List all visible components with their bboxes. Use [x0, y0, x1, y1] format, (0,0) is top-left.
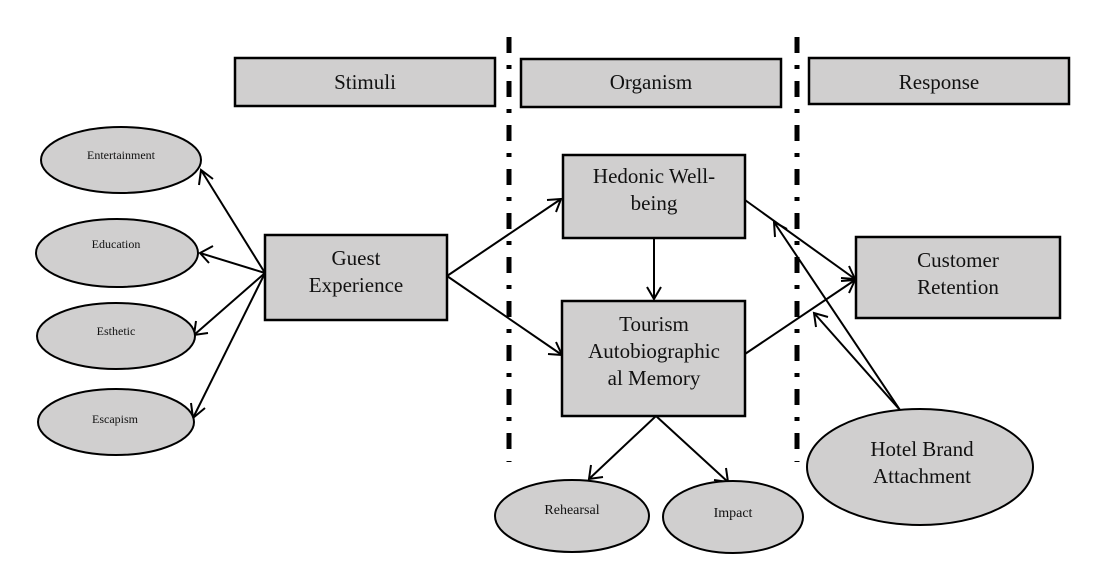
- edge-guest-escapism: [192, 272, 266, 419]
- node-retention-line2: Retention: [917, 275, 999, 299]
- arrowhead-icon: [812, 311, 829, 328]
- node-hedonic-line2: being: [631, 191, 678, 215]
- arrowhead-icon: [646, 286, 662, 301]
- node-esthetic: Esthetic: [36, 302, 196, 370]
- header-organism: Organism: [519, 57, 783, 109]
- node-esthetic-label: Esthetic: [97, 324, 136, 338]
- node-rehearsal: Rehearsal: [494, 479, 650, 553]
- node-impact-label: Impact: [714, 506, 753, 521]
- header-stimuli: Stimuli: [233, 56, 497, 108]
- edge-brand-moderation-2: [813, 312, 901, 411]
- edge-guest-hedonic: [446, 198, 562, 277]
- edge-guest-entertainment: [200, 169, 266, 274]
- node-tourism-line2: Autobiographic: [588, 339, 720, 363]
- node-guest-experience-line1: Guest: [332, 246, 381, 270]
- node-guest-experience-line2: Experience: [309, 273, 403, 297]
- header-stimuli-label: Stimuli: [334, 70, 396, 94]
- edge-guest-esthetic: [193, 272, 266, 336]
- node-customer-retention: Customer Retention: [854, 235, 1062, 320]
- node-education: Education: [35, 218, 199, 288]
- node-guest-experience: Guest Experience: [263, 233, 449, 322]
- arrowhead-icon: [772, 220, 788, 238]
- edge-guest-education: [199, 252, 266, 274]
- edge-hedonic-retention: [744, 199, 856, 280]
- header-organism-label: Organism: [610, 70, 692, 94]
- node-education-label: Education: [92, 237, 141, 251]
- header-response-label: Response: [899, 70, 980, 94]
- edge-brand-moderation-1: [773, 221, 901, 411]
- node-impact: Impact: [662, 480, 804, 554]
- node-tourism-memory: Tourism Autobiographic al Memory: [560, 299, 747, 418]
- node-hedonic-line1: Hedonic Well-: [593, 164, 715, 188]
- node-entertainment-label: Entertainment: [87, 148, 156, 162]
- edge-tourism-retention: [744, 279, 856, 355]
- arrowhead-icon: [587, 464, 604, 481]
- edges: [190, 168, 901, 484]
- node-entertainment: Entertainment: [40, 126, 202, 194]
- node-hotel-brand-attachment: Hotel Brand Attachment: [806, 408, 1034, 526]
- node-rehearsal-label: Rehearsal: [544, 503, 599, 518]
- edge-tourism-rehearsal: [588, 415, 657, 480]
- node-brand-line1: Hotel Brand: [870, 437, 974, 461]
- arrowhead-icon: [546, 197, 563, 213]
- node-hedonic-wellbeing: Hedonic Well- being: [561, 153, 747, 240]
- node-escapism-label: Escapism: [92, 412, 139, 426]
- node-tourism-line1: Tourism: [619, 312, 689, 336]
- edge-tourism-impact: [655, 415, 729, 483]
- node-retention-line1: Customer: [917, 248, 999, 272]
- header-response: Response: [807, 56, 1071, 106]
- arrowhead-icon: [198, 168, 214, 186]
- arrowhead-icon: [198, 245, 214, 264]
- node-tourism-line3: al Memory: [608, 366, 701, 390]
- node-escapism: Escapism: [37, 388, 195, 456]
- edge-guest-tourism: [446, 275, 563, 356]
- node-brand-line2: Attachment: [873, 464, 971, 488]
